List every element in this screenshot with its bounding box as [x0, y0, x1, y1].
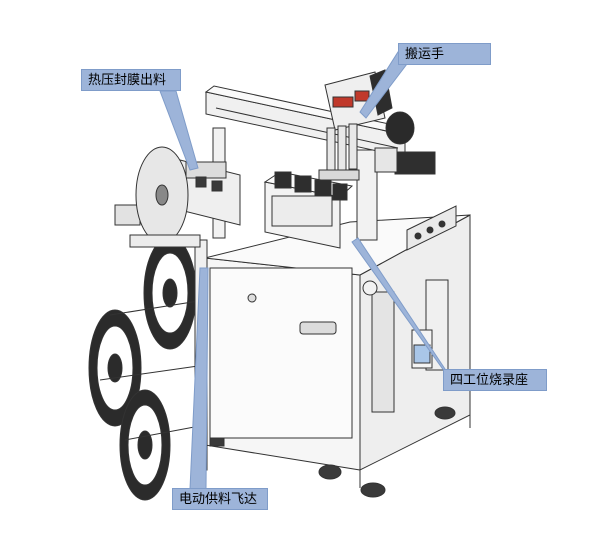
- tape-reel-3: [119, 389, 171, 501]
- callout-four-station-socket: 四工位烧录座: [443, 369, 547, 391]
- leader-heat-seal: [159, 90, 199, 171]
- callout-heat-seal-output: 热压封膜出料: [81, 69, 181, 91]
- heat-seal-module: [114, 159, 241, 226]
- control-panel: [406, 205, 457, 251]
- tape-reel-2: [88, 309, 142, 427]
- callout-transfer-hand: 搬运手: [398, 43, 491, 65]
- callout-electric-feeder: 电动供料飞达: [172, 488, 268, 510]
- transfer-hand-head: [318, 69, 393, 181]
- servo-motor: [374, 111, 436, 175]
- cabinet-casters: [209, 406, 456, 498]
- programming-sockets: [263, 171, 354, 249]
- film-reel-top: [135, 146, 189, 244]
- tape-reel-1: [143, 236, 197, 350]
